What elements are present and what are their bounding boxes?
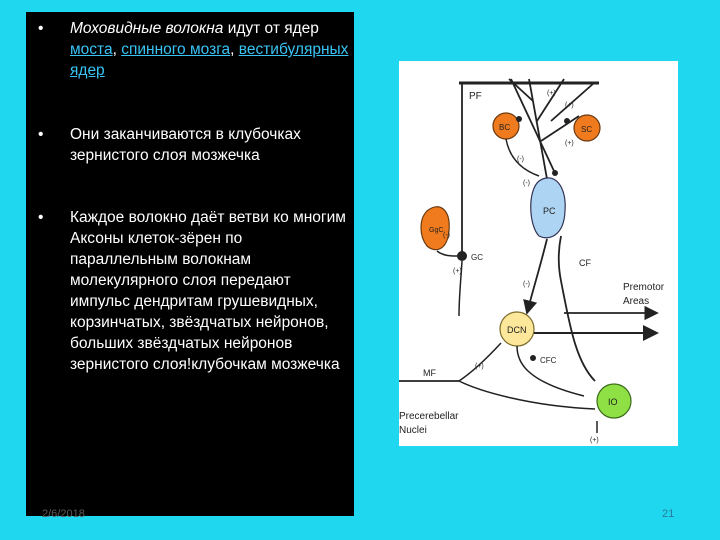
link-pons[interactable]: моста (70, 41, 113, 58)
pc-dendrites (508, 78, 595, 180)
bullet-dot: • (38, 126, 44, 143)
gc-label: GC (471, 253, 483, 262)
cerebellar-circuit-diagram: PF (+) (+) BC (-) SC (+) PC (-) (399, 61, 678, 446)
link-vestibular-nuclei[interactable]: вестибулярных ядер (70, 41, 349, 79)
dcn-label: DCN (507, 325, 527, 335)
ggc-label: GgC (429, 227, 443, 234)
bc-synapse (516, 116, 522, 122)
cfc-label: CFC (540, 356, 557, 365)
premotor-label: Premotor (623, 282, 665, 293)
bc-label: BC (499, 123, 510, 132)
pc-axon (523, 238, 548, 315)
pf-sc-sign: (+) (565, 102, 574, 109)
pc-synapse (552, 170, 558, 176)
pc-cell (530, 177, 566, 239)
pc-dcn-sign: (-) (523, 281, 530, 288)
ggc-cell (420, 206, 450, 251)
ggc-sign: (-) (443, 232, 450, 239)
io-cell (596, 383, 632, 419)
cf-fiber (557, 235, 596, 382)
sc-cell (573, 114, 601, 142)
cf-label: CF (579, 258, 591, 268)
pc-label: PC (543, 206, 556, 216)
sc-synapse (564, 118, 570, 124)
bullet-text: Каждое волокно даёт ветви ко многим Аксо… (70, 209, 346, 373)
gc-sign: (+) (453, 268, 462, 275)
cfc-line (516, 345, 585, 397)
mf-label: MF (423, 368, 436, 378)
bullet-dot: • (38, 209, 44, 226)
bullet-text-part: , (112, 41, 122, 58)
bullet-text: Они заканчиваются в клубочках зернистого… (70, 126, 301, 164)
slide-number: 21 (662, 508, 675, 520)
pf-label: PF (469, 91, 482, 102)
circuit-svg: PF (+) (+) BC (-) SC (+) PC (-) (399, 78, 665, 444)
text-panel: • Моховидные волокна идут от ядер моста,… (26, 12, 354, 516)
precerebellar-label: Precerebellar (399, 411, 459, 422)
sc-sign: (+) (565, 140, 574, 147)
areas-label: Areas (623, 296, 649, 307)
mf-sign: (+) (475, 363, 484, 370)
gc-input-line (458, 260, 463, 317)
bullet-italic-term: Моховидные волокна (70, 20, 224, 37)
bc-axon (505, 138, 540, 177)
pf-bc-sign: (+) (547, 90, 556, 97)
slide-date: 2/6/2018 (42, 508, 85, 520)
bullet-text-part: идут от ядер (223, 20, 319, 37)
nuclei-label: Nuclei (399, 425, 427, 436)
pc-in-sign: (-) (523, 180, 530, 187)
sc-label: SC (581, 125, 592, 134)
cfc-cell (530, 355, 536, 361)
mf-io-branch (458, 380, 596, 410)
gc-cell (457, 251, 467, 261)
link-spinal-cord[interactable]: спинного мозга (121, 41, 231, 58)
mf-dcn-branch (458, 342, 502, 382)
io-sign: (+) (590, 437, 599, 444)
io-label: IO (608, 397, 618, 407)
bullet-text-part: , (230, 41, 239, 58)
bc-sign: (-) (517, 156, 524, 163)
ggc-axon (436, 250, 458, 257)
bullet-dot: • (38, 20, 44, 37)
bullet-text: Моховидные волокна идут от ядер моста, с… (70, 18, 352, 81)
